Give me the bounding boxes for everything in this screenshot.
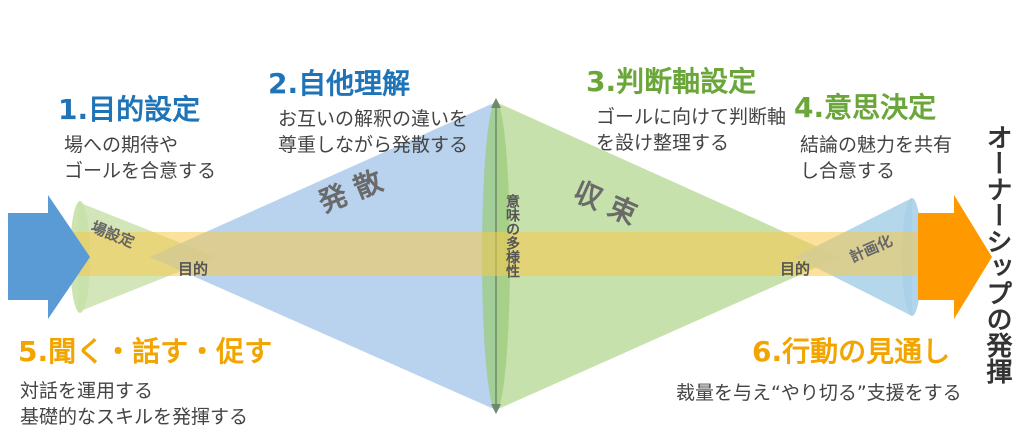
step-2-desc-line2: 尊重しながら発散する: [278, 134, 469, 156]
step-6-desc-line1: 裁量を与え“やり切る”支援をする: [676, 382, 962, 404]
step-2-desc-line1: お互いの解釈の違いを: [278, 108, 469, 130]
purpose-band: [40, 232, 940, 276]
ownership-label: オーナーシップの発揮: [982, 124, 1012, 384]
purpose-label-left: 目的: [178, 260, 209, 278]
step-4-desc-line1: 結論の魅力を共有: [800, 134, 953, 156]
purpose-label-right: 目的: [780, 260, 811, 278]
meaning-diversity-label: 意味の多様性: [504, 194, 520, 278]
step-1-desc-line1: 場への期待や: [64, 134, 179, 156]
step-6-title: 6.行動の見通し: [752, 335, 951, 368]
center-axis-bottom-arrow: [491, 404, 501, 414]
step-5-desc-line1: 対話を運用する: [20, 380, 154, 402]
start-arrow: [8, 195, 90, 319]
center-axis-top-arrow: [491, 98, 501, 108]
step-3-desc-line1: ゴールに向けて判断軸: [596, 106, 787, 128]
step-4-title: 4.意思決定: [794, 91, 937, 124]
step-5-title: 5.聞く・話す・促す: [18, 335, 273, 368]
ownership-arrow: [918, 195, 992, 319]
step-3-desc-line2: を設け整理する: [596, 132, 730, 154]
step-2-title: 2.自他理解: [268, 67, 411, 100]
step-4-desc-line2: し合意する: [800, 160, 896, 182]
step-1-title: 1.目的設定: [58, 93, 201, 126]
step-5-desc-line2: 基礎的なスキルを発揮する: [20, 406, 249, 428]
step-1-desc-line2: ゴールを合意する: [64, 160, 217, 182]
step-3-title: 3.判断軸設定: [586, 65, 757, 98]
